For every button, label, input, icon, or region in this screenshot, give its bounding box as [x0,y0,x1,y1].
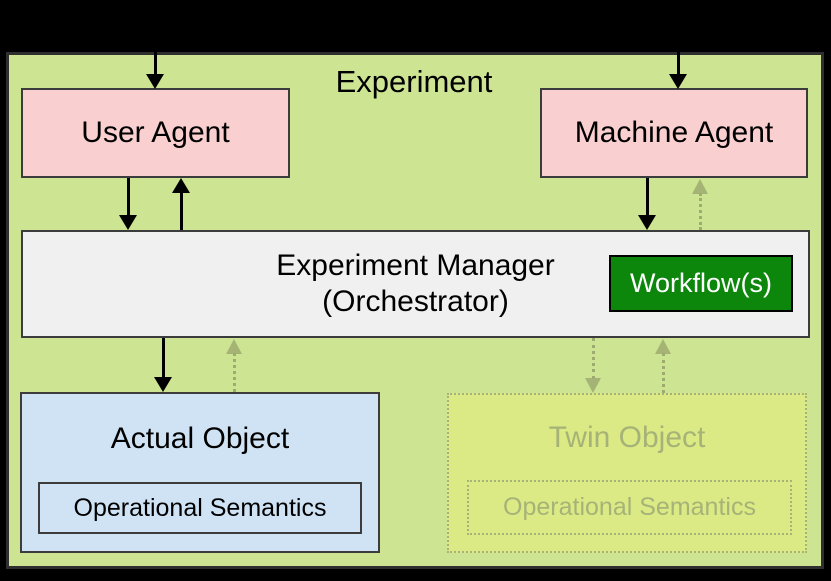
experiment-manager-box: Experiment Manager (Orchestrator) [21,230,810,338]
twin-object-label: Twin Object [548,421,706,454]
user-agent-box: User Agent [21,88,290,178]
twin-object-box: Twin Object [447,393,807,553]
experiment-manager-label-line2: (Orchestrator) [322,285,509,318]
actual-object-box: Actual Object [20,392,380,553]
user-agent-label: User Agent [81,116,230,149]
experiment-title: Experiment [314,64,514,100]
twin-operational-semantics-box: Operational Semantics [467,480,792,535]
actual-operational-semantics-box: Operational Semantics [38,482,362,534]
experiment-manager-label: Experiment Manager (Orchestrator) [276,248,554,320]
experiment-manager-label-line1: Experiment Manager [276,249,555,282]
machine-agent-box: Machine Agent [540,88,808,178]
experiment-title-label: Experiment [335,64,493,99]
machine-agent-label: Machine Agent [574,116,774,149]
actual-object-label: Actual Object [110,422,290,455]
workflow-box: Workflow(s) [609,255,793,312]
workflow-label: Workflow(s) [629,268,772,298]
actual-operational-semantics-label: Operational Semantics [73,493,327,522]
twin-operational-semantics-label: Operational Semantics [503,493,756,521]
